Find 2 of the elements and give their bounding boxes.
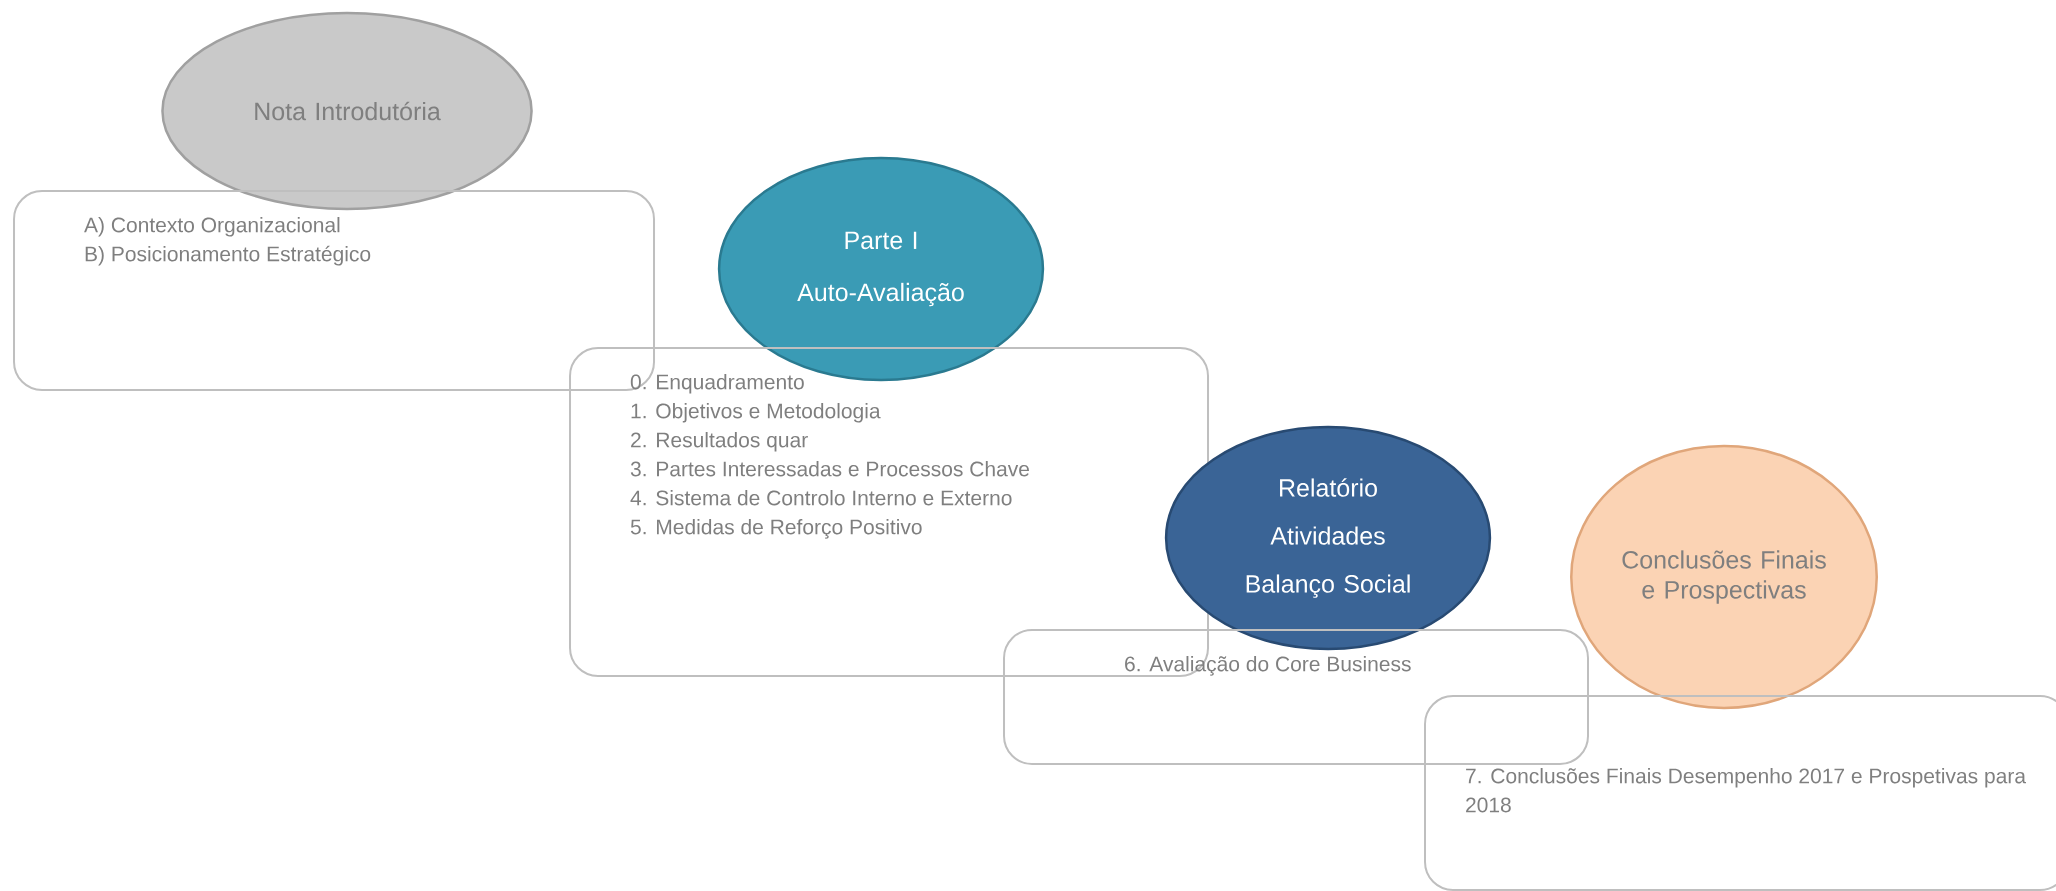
content-box: 6. Avaliação do Core Business xyxy=(1003,629,1589,765)
content-box: 7. Conclusões Finais Desempenho 2017 e Prospetivas para 2018 xyxy=(1424,695,2056,891)
